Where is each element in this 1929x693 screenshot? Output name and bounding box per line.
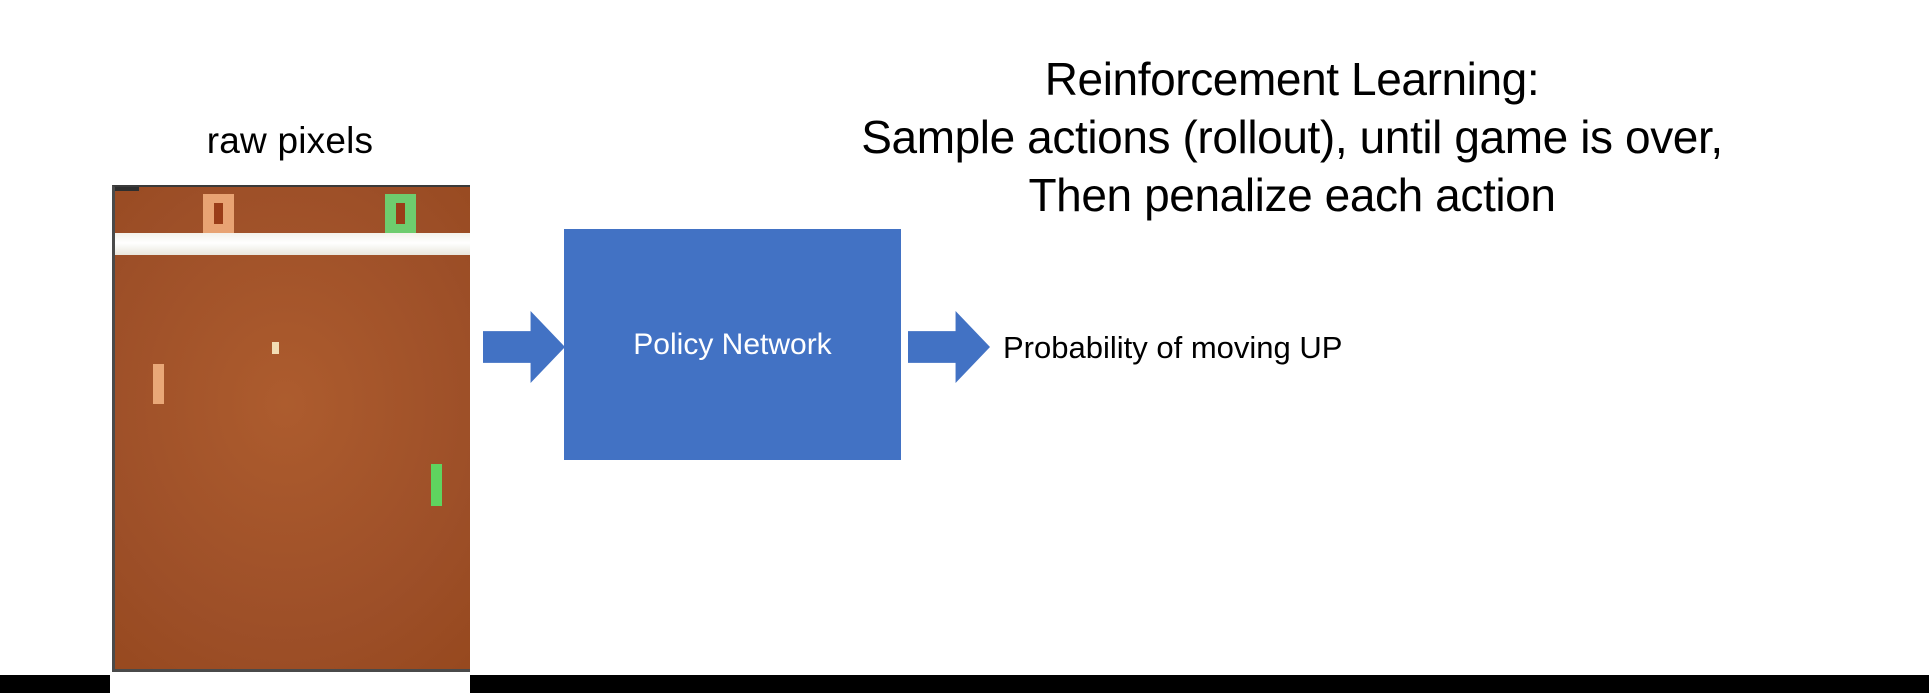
policy-network-label: Policy Network	[633, 327, 832, 361]
page-title: Reinforcement Learning: Sample actions (…	[655, 50, 1929, 224]
pong-paddle-left	[153, 364, 164, 404]
black-bar-right	[470, 675, 1929, 693]
output-probability-label: Probability of moving UP	[1003, 330, 1343, 365]
heading-line-2: Sample actions (rollout), until game is …	[861, 111, 1723, 163]
black-bar-left	[0, 675, 110, 693]
heading-line-3: Then penalize each action	[1028, 169, 1556, 221]
pong-score-right	[385, 194, 416, 233]
pong-ball	[272, 342, 279, 354]
raw-pixels-caption: raw pixels	[206, 120, 374, 161]
pong-score-left-digit	[214, 203, 223, 224]
pong-top-notch	[115, 187, 139, 191]
pong-score-right-digit	[396, 203, 405, 224]
right-arrow-icon-input	[483, 311, 565, 383]
heading-line-1: Reinforcement Learning:	[1044, 53, 1540, 105]
pong-game-screen	[112, 185, 470, 672]
pong-paddle-right	[431, 464, 442, 506]
policy-network-box: Policy Network	[564, 229, 901, 460]
pong-score-left	[203, 194, 234, 233]
pong-playfield	[115, 187, 470, 669]
pong-divider-line	[115, 233, 470, 255]
right-arrow-icon-output	[908, 311, 990, 383]
